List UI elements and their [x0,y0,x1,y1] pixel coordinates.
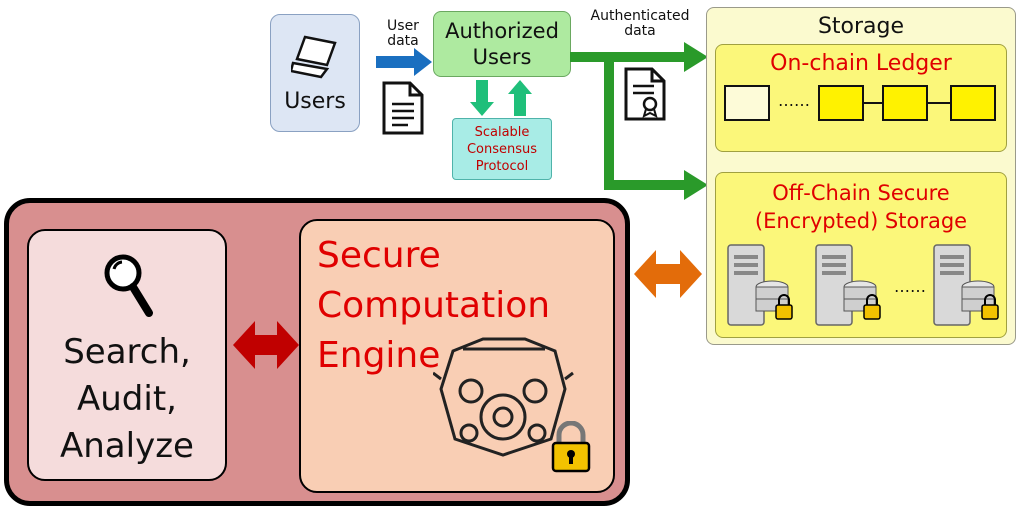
storage-panel: Storage On-chain Ledger …… Off-Chain Sec… [706,7,1016,345]
search-line: Search, [63,332,191,372]
search-engine-arrow [233,321,299,369]
document-icon [382,81,424,135]
consensus-line3: Protocol [475,159,529,174]
authorized-users-line2: Users [472,45,532,69]
onchain-ledger-title: On-chain Ledger [770,51,952,76]
server-ellipsis: …… [894,277,926,296]
authorized-users-line1: Authorized [445,19,559,43]
ledger-block [950,85,996,121]
offchain-title-line2: (Encrypted) Storage [754,209,968,233]
server-database-icon [815,244,881,326]
consensus-protocol-box: Scalable Consensus Protocol [452,118,552,180]
audit-line: Audit, [77,379,177,419]
engine-line1: Secure [317,235,441,276]
analyze-line: Analyze [60,426,194,466]
padlock-icon [551,421,591,473]
authorized-users-box: Authorized Users [433,11,571,77]
laptop-icon [291,35,337,79]
ledger-ellipsis: …… [778,91,810,110]
consensus-line2: Consensus [466,142,538,157]
user-data-label: User data [387,18,419,49]
ledger-link [864,102,882,104]
secure-computation-engine-box: Secure Computation Engine [299,219,615,493]
engine-line2: Computation [317,285,551,326]
consensus-line1: Scalable [474,125,530,140]
magnifier-icon [104,254,153,317]
offchain-storage-box: Off-Chain Secure (Encrypted) Storage … [715,172,1007,338]
server-database-icon [933,244,999,326]
users-label: Users [284,89,346,114]
certificate-document-icon [624,67,666,121]
offchain-title-line1: Off-Chain Secure [772,181,950,205]
user-data-arrow [376,48,432,76]
secure-analytics-container: Search, Audit, Analyze Secure Computatio… [4,198,630,506]
storage-title: Storage [817,14,905,39]
onchain-ledger-box: On-chain Ledger …… [715,44,1007,152]
ledger-block [818,85,864,121]
ledger-block [882,85,928,121]
engine-line3: Engine [317,335,441,376]
engine-icon [433,337,574,457]
consensus-arrows [470,80,532,116]
ledger-link [928,102,950,104]
users-box: Users [270,14,360,132]
search-audit-analyze-box: Search, Audit, Analyze [27,229,227,481]
authenticated-data-arrows [570,42,708,200]
server-database-icon [727,244,793,326]
authenticated-data-label: Authenticated data [590,8,690,39]
search-audit-analyze-text: Search, Audit, Analyze [29,329,225,470]
offchain-storage-title: Off-Chain Secure (Encrypted) Storage [716,179,1006,235]
storage-engine-arrow [634,250,702,298]
secure-computation-engine-text: Secure Computation Engine [317,231,550,381]
ledger-block-empty [724,85,770,121]
